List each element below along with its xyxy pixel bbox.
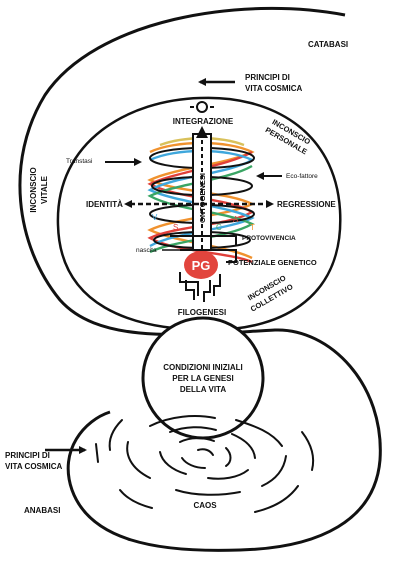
pg-label: PG [192,258,211,273]
condizioni-label-3: DELLA VITA [180,385,226,394]
protovivencia-label: PROTOVIVENCIA [242,235,296,242]
anabasi-label: ANABASI [24,506,60,515]
filogenesi-roots [179,272,221,302]
identita-label: IDENTITÀ [86,200,123,209]
regressione-label: REGRESSIONE [277,200,336,209]
pg-circle [184,251,218,279]
nascita-connector [180,249,237,263]
outer-spiral-line [18,6,382,552]
caos-label: CAOS [193,501,217,510]
ontogenesi-label: ONTOGENESI [198,173,207,223]
inconscio-vitale-label-2: VITALE [40,175,49,204]
eco-fattore-label: Eco-fattore [286,173,318,180]
integration-node [196,101,208,113]
letter-v: V [152,213,158,222]
principi-bottom-label-1: PRINCIPI DI [5,451,50,460]
letter-t: T [250,223,255,232]
integrazione-label: INTEGRAZIONE [173,117,234,126]
condizioni-label-2: PER LA GENESI [172,374,234,383]
principi-bottom-label-2: VITA COSMICA [5,462,63,471]
principi-top-label-1: PRINCIPI DI [245,73,290,82]
inconscio-vitale-label-1: INCONSCIO [29,167,38,212]
letter-c: C [216,223,222,232]
potenziale-genetico-label: POTENZIALE GENETICO [228,258,317,267]
principi-top-label-2: VITA COSMICA [245,84,303,93]
transtasi-label: Transtasi [66,158,93,165]
filogenesi-label: FILOGENESI [178,308,226,317]
integrazione-arrow [196,126,208,138]
protovivencia-bracket [170,235,237,246]
chaos-swirls [95,415,315,513]
letter-s: S [173,223,178,232]
catabasi-label: CATABASI [308,40,348,49]
letter-a: A [233,215,239,224]
nascita-label: nascita [136,247,157,254]
condizioni-label-1: CONDIZIONI INIZIALI [163,363,243,372]
